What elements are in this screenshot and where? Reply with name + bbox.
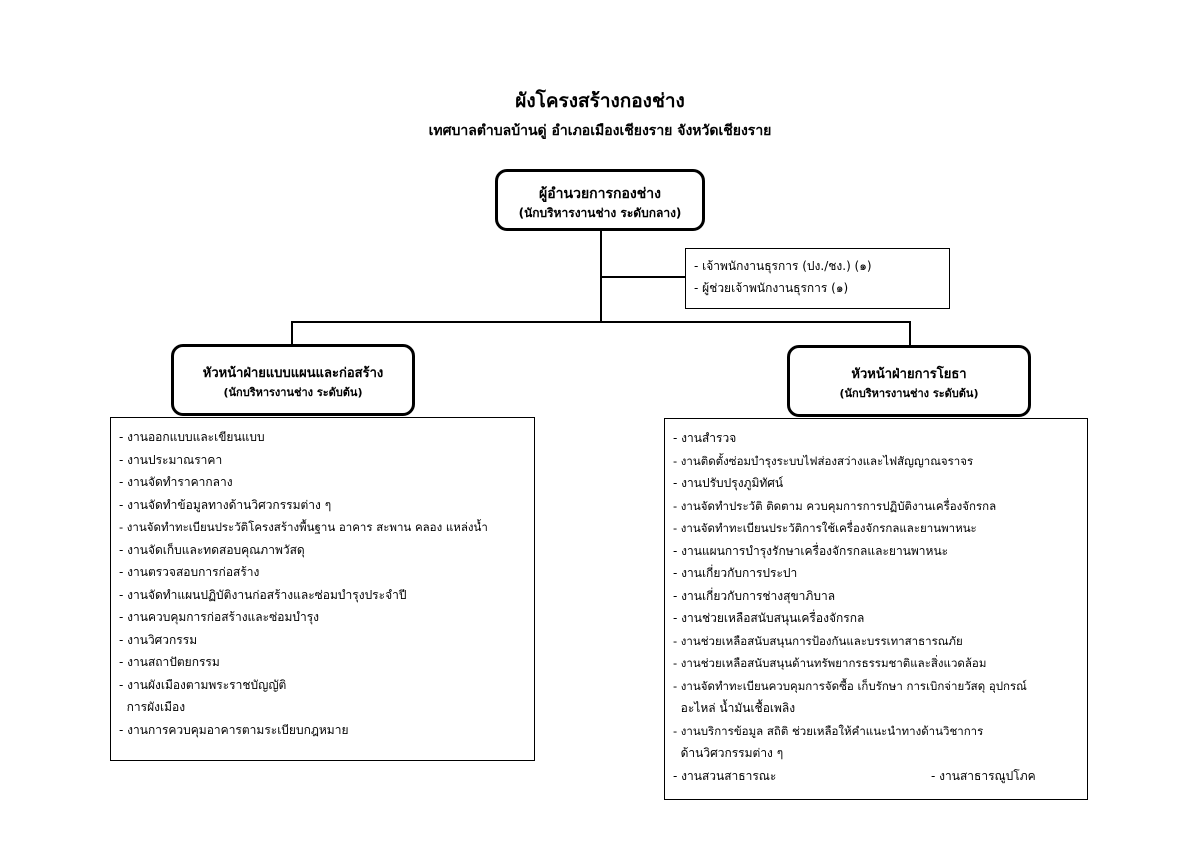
list-item: - งานติดตั้งซ่อมบำรุงระบบไฟส่องสว่างและไ… (673, 453, 974, 468)
assistants-box: - เจ้าพนักงานธุรการ (ปง./ชง.) (๑) - ผู้ช… (685, 248, 950, 309)
list-item: การผังเมือง (119, 700, 186, 714)
list-item: - งานสาธารณูปโภค (931, 768, 1036, 783)
list-item: - งานบริการข้อมูล สถิติ ช่วยเหลือให้คำแน… (673, 723, 984, 738)
list-item-last-row: - งานสวนสาธารณะ - งานสาธารณูปโภค (673, 765, 1087, 788)
list-item: - งานควบคุมการก่อสร้างและซ่อมบำรุง (119, 610, 320, 624)
right-division-head-box: หัวหน้าฝ่ายการโยธา (นักบริหารงานช่าง ระด… (787, 345, 1031, 417)
list-item: - งานจัดทำข้อมูลทางด้านวิศวกรรมต่าง ๆ (119, 497, 332, 512)
connector-horizontal (291, 321, 911, 323)
list-item: - งานตรวจสอบการก่อสร้าง (119, 565, 260, 579)
list-item: - งานวิศวกรรม (119, 632, 198, 647)
list-item: - งานช่วยเหลือสนับสนุนการป้องกันและบรรเท… (673, 633, 963, 648)
assistant-item: - เจ้าพนักงานธุรการ (ปง./ชง.) (๑) (694, 259, 872, 273)
chart-subtitle: เทศบาลตำบลบ้านดู่ อำเภอเมืองเชียงราย จัง… (428, 123, 772, 139)
list-item: อะไหล่ น้ำมันเชื้อเพลิง (673, 701, 796, 715)
right-task-list: - งานสำรวจ - งานติดตั้งซ่อมบำรุงระบบไฟส่… (664, 418, 1088, 800)
list-item: - งานเกี่ยวกับการช่างสุขาภิบาล (673, 588, 836, 603)
director-box: ผู้อำนวยการกองช่าง (นักบริหารงานช่าง ระด… (495, 169, 705, 231)
list-item: - งานการควบคุมอาคารตามระเบียบกฎหมาย (119, 722, 349, 737)
list-item: - งานจัดทำประวัติ ติดตาม ควบคุมการการปฏิ… (673, 498, 997, 513)
list-item: - งานแผนการบำรุงรักษาเครื่องจักรกลและยาน… (673, 543, 949, 558)
director-title: ผู้อำนวยการกองช่าง (539, 186, 661, 202)
chart-title: ผังโครงสร้างกองช่าง (515, 90, 685, 112)
list-item: - งานเกี่ยวกับการประปา (673, 566, 798, 580)
connector-right-down (909, 321, 911, 346)
list-item: - งานสวนสาธารณะ (673, 768, 777, 783)
list-item: - งานจัดเก็บและทดสอบคุณภาพวัสดุ (119, 542, 305, 557)
list-item: ด้านวิศวกรรมต่าง ๆ (673, 746, 784, 760)
left-task-list: - งานออกแบบและเขียนแบบ - งานประมาณราคา -… (110, 417, 535, 761)
list-item: - งานประมาณราคา (119, 452, 223, 467)
list-item: - งานจัดทำทะเบียนประวัติโครงสร้างพื้นฐาน… (119, 520, 488, 534)
list-item: - งานผังเมืองตามพระราชบัญญัติ (119, 677, 287, 692)
list-item: - งานสถาปัตยกรรม (119, 655, 220, 669)
left-division-title: หัวหน้าฝ่ายแบบแผนและก่อสร้าง (202, 366, 384, 381)
left-division-rank: (นักบริหารงานช่าง ระดับต้น) (223, 386, 363, 399)
list-item: - งานสำรวจ (673, 431, 737, 445)
list-item: - งานช่วยเหลือสนับสนุนเครื่องจักรกล (673, 611, 865, 625)
list-item: - งานจัดทำแผนปฏิบัติงานก่อสร้างและซ่อมบำ… (119, 587, 407, 602)
director-rank: (นักบริหารงานช่าง ระดับกลาง) (518, 206, 682, 220)
list-item: - งานจัดทำทะเบียนประวัติการใช้เครื่องจัก… (673, 521, 977, 535)
connector-director-down (600, 229, 602, 322)
list-item: - งานจัดทำราคากลาง (119, 475, 233, 489)
list-item: - งานออกแบบและเขียนแบบ (119, 430, 265, 444)
assistant-item: - ผู้ช่วยเจ้าพนักงานธุรการ (๑) (694, 281, 849, 295)
connector-left-down (291, 321, 293, 346)
connector-to-assistants (601, 276, 685, 278)
left-division-head-box: หัวหน้าฝ่ายแบบแผนและก่อสร้าง (นักบริหารง… (171, 344, 415, 416)
list-item: - งานช่วยเหลือสนับสนุนด้านทรัพยากรธรรมชา… (673, 656, 987, 670)
list-item: - งานปรับปรุงภูมิทัศน์ (673, 476, 784, 490)
right-division-rank: (นักบริหารงานช่าง ระดับต้น) (839, 387, 979, 400)
right-division-title: หัวหน้าฝ่ายการโยธา (851, 367, 967, 382)
list-item: - งานจัดทำทะเบียนควบคุมการจัดซื้อ เก็บรั… (673, 678, 1027, 693)
